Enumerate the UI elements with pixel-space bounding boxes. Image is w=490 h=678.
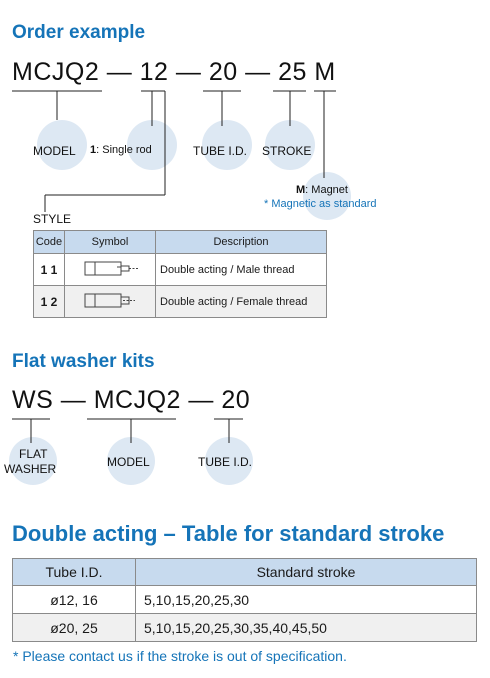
label-magnet: M: Magnet <box>296 184 348 196</box>
magnet-circle <box>303 172 351 220</box>
stroke-cell: 5,10,15,20,25,30,35,40,45,50 <box>135 613 477 642</box>
washer-tube-circle <box>205 437 253 485</box>
tube-id-circle <box>202 120 252 170</box>
magnet-note: * Magnetic as standard <box>264 198 377 210</box>
single-rod-circle <box>127 120 177 170</box>
style-symbol-cell <box>64 285 156 318</box>
magnet-code: M <box>296 184 306 196</box>
magnet-text: : Magnet <box>305 184 348 196</box>
code-dash-1: — <box>106 58 133 86</box>
code-dash-3: — <box>245 58 271 86</box>
washer-label-tube-id: TUBE I.D. <box>198 455 253 469</box>
code-tube: 20 <box>208 58 238 86</box>
code-model: MCJQ2 <box>12 58 100 86</box>
code-digit: 1 <box>40 262 48 277</box>
code-digit: 1 <box>40 294 48 309</box>
label-flat: FLAT <box>19 447 48 461</box>
washer-code-tube: 20 <box>221 386 251 414</box>
style-header-code: Code <box>33 230 65 254</box>
washer-code-prefix: WS <box>12 386 54 414</box>
washer-model-circle <box>107 437 155 485</box>
table-row: 1 2 Double acting / Female thread <box>33 285 327 318</box>
tube-cell: ø12, 16 <box>12 585 136 614</box>
code-stroke: 25 <box>278 58 307 86</box>
table-row: 1 1 Double acting / Male thread <box>33 253 327 286</box>
label-stroke: STROKE <box>262 144 312 158</box>
label-single-rod: 1: Single rod <box>90 144 152 156</box>
washer-code-dash-1: — <box>60 386 87 414</box>
style-table: Code Symbol Description 1 1 Double actin… <box>33 230 327 318</box>
table-row: ø12, 16 5,10,15,20,25,30 <box>12 585 477 614</box>
single-rod-text: : Single rod <box>96 144 152 156</box>
flat-washer-circle <box>9 437 57 485</box>
code-digit: 2 <box>50 294 58 309</box>
code-digit: 1 <box>50 262 58 277</box>
order-example-title: Order example <box>12 22 146 43</box>
style-header-description: Description <box>155 230 327 254</box>
standard-stroke-table: Tube I.D. Standard stroke ø12, 16 5,10,1… <box>12 558 477 642</box>
order-code: MCJQ2 — 12 — 20 — 25 M <box>12 58 336 87</box>
label-washer: WASHER <box>4 462 57 476</box>
tube-cell: ø20, 25 <box>12 613 136 642</box>
stroke-header-stroke: Standard stroke <box>135 558 477 586</box>
single-rod-num: 1 <box>90 144 97 156</box>
washer-code: WS — MCJQ2 — 20 <box>12 386 250 415</box>
stroke-header-tube: Tube I.D. <box>12 558 136 586</box>
model-circle <box>37 120 87 170</box>
table-row: ø20, 25 5,10,15,20,25,30,35,40,45,50 <box>12 613 477 642</box>
washer-label-model: MODEL <box>107 455 150 469</box>
label-style: STYLE <box>33 212 72 226</box>
style-description-cell: Double acting / Male thread <box>155 253 327 286</box>
washer-code-model: MCJQ2 <box>93 386 181 414</box>
code-bore: 12 <box>139 58 169 86</box>
code-magnet: M <box>314 58 336 86</box>
label-tube-id: TUBE I.D. <box>193 144 248 158</box>
washer-code-dash-2: — <box>188 386 214 414</box>
code-dash-2: — <box>175 58 202 86</box>
style-description-cell: Double acting / Female thread <box>155 285 327 318</box>
stroke-note: * Please contact us if the stroke is out… <box>13 648 347 664</box>
cylinder-male-thread-symbol <box>84 261 139 276</box>
style-code-cell: 1 2 <box>33 285 65 318</box>
label-model: MODEL <box>33 144 76 158</box>
stroke-cell: 5,10,15,20,25,30 <box>135 585 477 614</box>
stroke-table-title: Double acting – Table for standard strok… <box>12 521 445 546</box>
style-code-cell: 1 1 <box>33 253 65 286</box>
washer-kits-title: Flat washer kits <box>12 351 155 372</box>
cylinder-female-thread-symbol <box>84 293 135 308</box>
style-symbol-cell <box>64 253 156 286</box>
stroke-circle <box>265 120 315 170</box>
